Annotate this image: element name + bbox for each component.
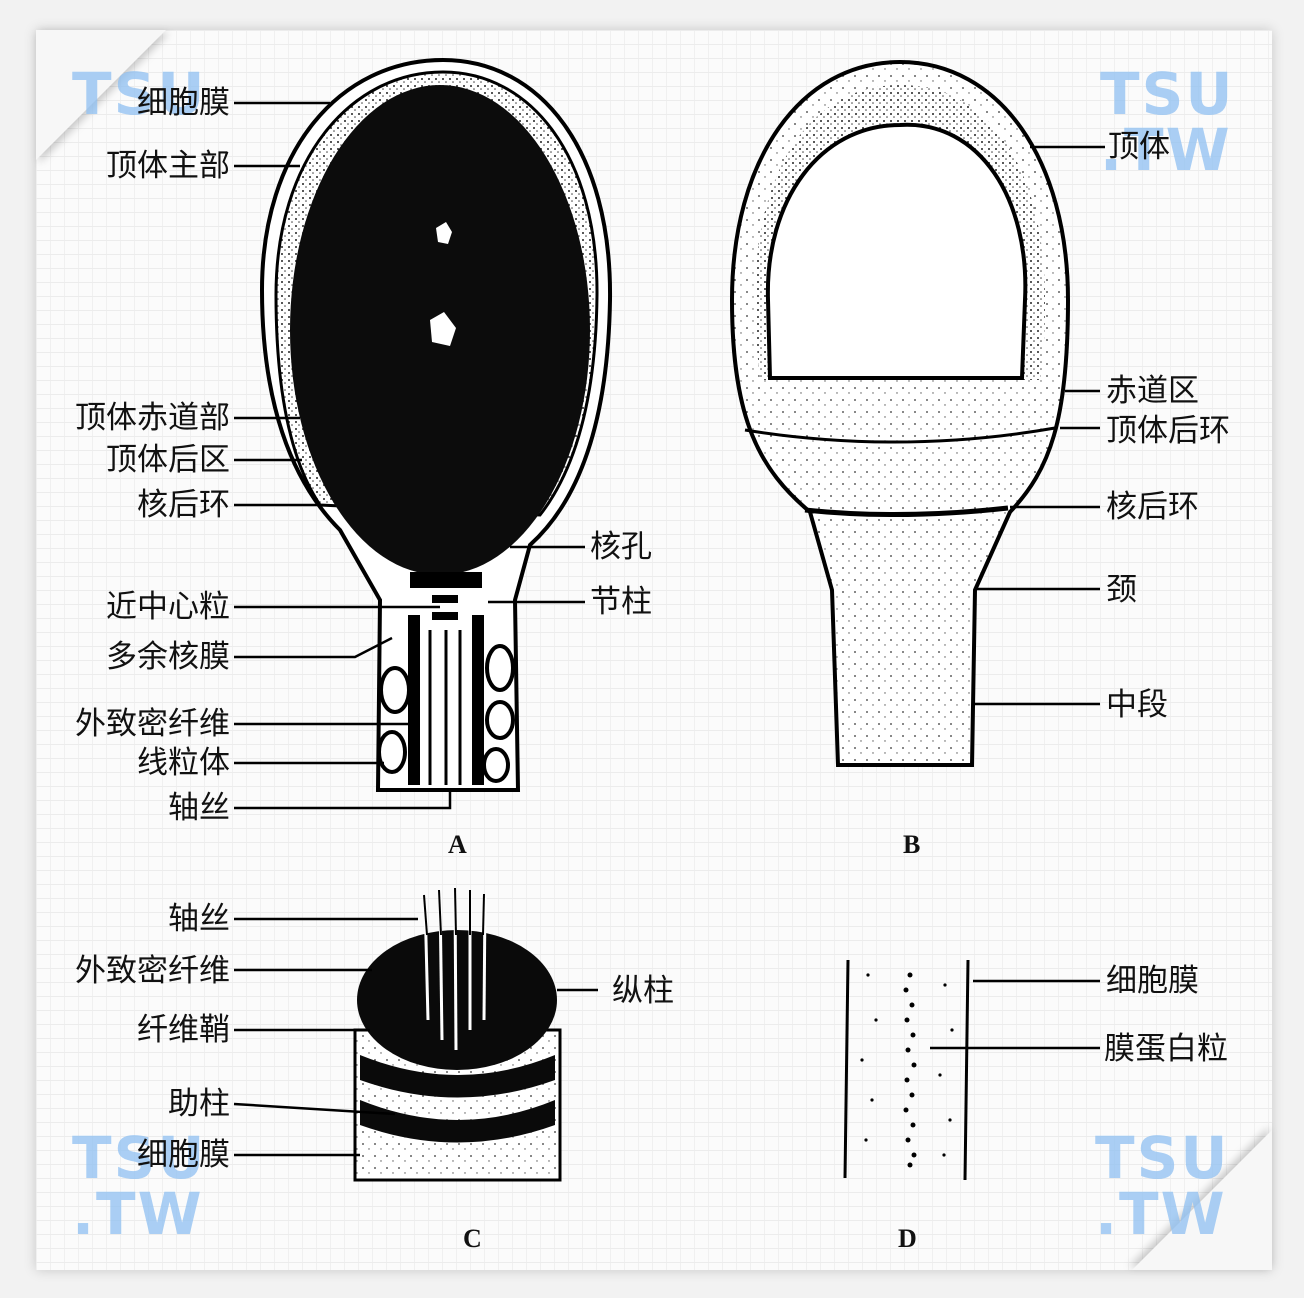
- label-outer-dense-fibers-a: 外致密纤维: [75, 706, 230, 742]
- label-acrosome-equatorial: 顶体赤道部: [75, 400, 230, 436]
- watermark-top-right: TSU .TW: [1100, 60, 1235, 184]
- label-cell-membrane-a: 细胞膜: [137, 85, 230, 121]
- panel-b-sperm-surface-view: [729, 59, 1105, 767]
- label-nuclear-pore: 核孔: [590, 529, 652, 565]
- panel-c-tail-cross-section: [233, 887, 598, 1182]
- label-postacrosomal-region: 顶体后区: [106, 442, 230, 478]
- panel-letter-a: A: [448, 830, 467, 859]
- panel-a-sperm-longitudinal-section: [234, 57, 613, 810]
- watermark-text: TSU: [1095, 1124, 1230, 1192]
- panel-letter-b: B: [903, 830, 921, 859]
- label-proximal-centriole: 近中心粒: [106, 589, 230, 625]
- label-segmented-column: 节柱: [590, 584, 652, 620]
- label-fibrous-sheath: 纤维鞘: [137, 1012, 230, 1048]
- label-neck: 颈: [1106, 572, 1137, 608]
- label-longitudinal-column: 纵柱: [612, 973, 674, 1009]
- label-axoneme-a: 轴丝: [168, 790, 230, 826]
- label-outer-dense-fibers-c: 外致密纤维: [75, 953, 230, 989]
- watermark-text: TSU: [72, 60, 207, 128]
- watermark-top-left: TSU: [72, 65, 206, 123]
- watermark-text: .TW: [72, 1180, 204, 1248]
- label-equatorial-region: 赤道区: [1106, 373, 1199, 409]
- label-midpiece: 中段: [1106, 687, 1168, 723]
- watermark-bottom-left: TSU .TW: [72, 1124, 207, 1248]
- page-fold-corner-bottom-right: [1132, 1130, 1272, 1270]
- label-cell-membrane-d: 细胞膜: [1106, 963, 1199, 999]
- label-posterior-ring-b: 核后环: [1106, 489, 1199, 525]
- watermark-text: .TW: [1095, 1180, 1227, 1248]
- label-membrane-protein-particles: 膜蛋白粒: [1104, 1031, 1228, 1067]
- page-fold-corner-top-left: [36, 30, 166, 160]
- watermark-text: .TW: [1100, 116, 1232, 184]
- label-acrosome-main: 顶体主部: [106, 148, 230, 184]
- figure-page: [36, 30, 1272, 1270]
- panel-d-membrane-detail: [843, 959, 1100, 1181]
- label-mitochondria: 线粒体: [137, 745, 230, 781]
- label-cell-membrane-c: 细胞膜: [137, 1137, 230, 1173]
- label-acrosome-b: 顶体: [1108, 129, 1170, 165]
- label-axoneme-c: 轴丝: [168, 901, 230, 937]
- watermark-text: TSU: [1100, 60, 1235, 128]
- label-rib-column: 助柱: [168, 1086, 230, 1122]
- label-postacrosomal-ring: 顶体后环: [1106, 413, 1230, 449]
- label-posterior-ring-a: 核后环: [137, 487, 230, 523]
- panel-letter-d: D: [898, 1224, 917, 1253]
- panel-letter-c: C: [463, 1224, 482, 1253]
- watermark-bottom-right: TSU .TW: [1095, 1124, 1230, 1248]
- watermark-text: TSU: [72, 1124, 207, 1192]
- label-redundant-nuclear-envelope: 多余核膜: [106, 639, 230, 675]
